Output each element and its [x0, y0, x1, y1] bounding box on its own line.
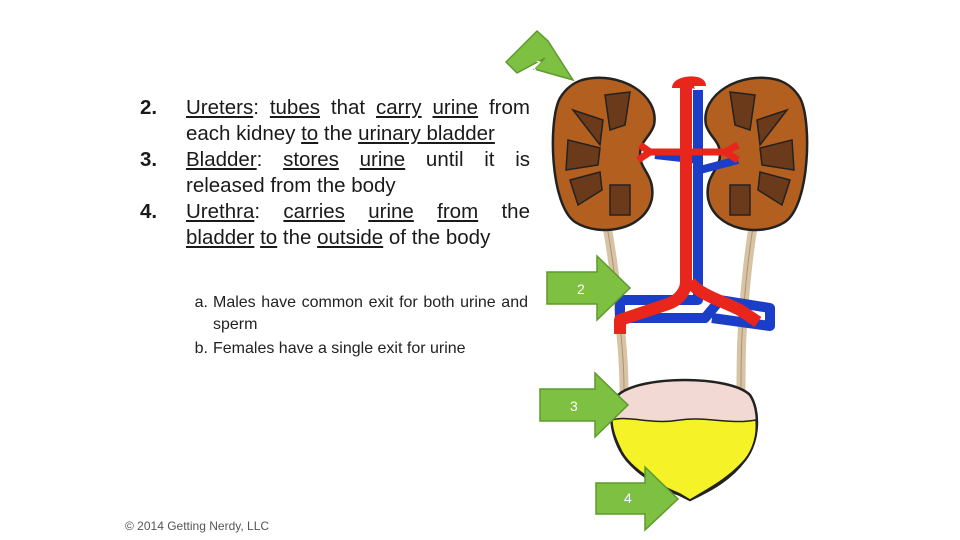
- item-number: 4.: [140, 200, 158, 223]
- list-item-ureters: 2. Ureters: tubes that carry urine from …: [140, 95, 530, 147]
- text: :: [253, 96, 270, 119]
- term-urethra: Urethra: [186, 200, 255, 223]
- text: of the body: [383, 226, 491, 249]
- arrow-2-label: 2: [577, 281, 585, 297]
- arrow-3-label: 3: [570, 398, 578, 414]
- text: from: [437, 200, 479, 223]
- text: carries: [283, 200, 345, 223]
- text: urine: [432, 96, 479, 119]
- organ-list: 2. Ureters: tubes that carry urine from …: [140, 95, 530, 251]
- text: stores: [283, 148, 339, 171]
- arrow-2: [546, 254, 632, 322]
- left-kidney: [551, 76, 656, 232]
- aorta: [672, 76, 706, 91]
- sub-letter: b.: [194, 340, 208, 357]
- text: from each kidney: [186, 96, 530, 145]
- text: :: [254, 200, 284, 223]
- sub-text: Males have common exit for both urine an…: [213, 294, 528, 333]
- text: urine: [359, 148, 406, 171]
- sub-item-females: b. Females have a single exit for urine: [172, 338, 528, 360]
- arrow-4-label: 4: [624, 490, 632, 506]
- right-ureter: [736, 200, 762, 395]
- text: urinary bladder: [358, 122, 495, 145]
- text: tubes: [269, 96, 320, 119]
- sub-item-males: a. Males have common exit for both urine…: [172, 292, 528, 336]
- item-number: 2.: [140, 96, 158, 119]
- arrow-4: [595, 465, 680, 532]
- arrow-3: [539, 371, 630, 439]
- text: the: [277, 226, 318, 249]
- text: outside: [317, 226, 384, 249]
- text: the: [478, 200, 530, 223]
- text: until it is released from the body: [186, 148, 530, 197]
- item-number: 3.: [140, 148, 158, 171]
- text: the: [318, 122, 359, 145]
- list-item-bladder: 3. Bladder: stores urine until it is rel…: [140, 147, 530, 199]
- text: bladder: [186, 226, 255, 249]
- term-ureters: Ureters: [186, 96, 254, 119]
- urinary-bladder: [610, 378, 759, 502]
- sub-text: Females have a single exit for urine: [213, 340, 466, 357]
- list-item-urethra: 4. Urethra: carries urine from the bladd…: [140, 199, 530, 251]
- text: :: [256, 148, 284, 171]
- right-kidney: [704, 76, 809, 232]
- urine-fill: [611, 417, 758, 501]
- arrow-1: [504, 29, 575, 82]
- sub-list: a. Males have common exit for both urine…: [172, 292, 528, 360]
- text: urine: [368, 200, 414, 223]
- sub-letter: a.: [194, 294, 208, 311]
- text: carry: [376, 96, 422, 119]
- text: that: [319, 96, 376, 119]
- text: to: [260, 226, 278, 249]
- text: to: [301, 122, 319, 145]
- term-bladder: Bladder: [186, 148, 257, 171]
- copyright-footer: © 2014 Getting Nerdy, LLC: [125, 519, 270, 533]
